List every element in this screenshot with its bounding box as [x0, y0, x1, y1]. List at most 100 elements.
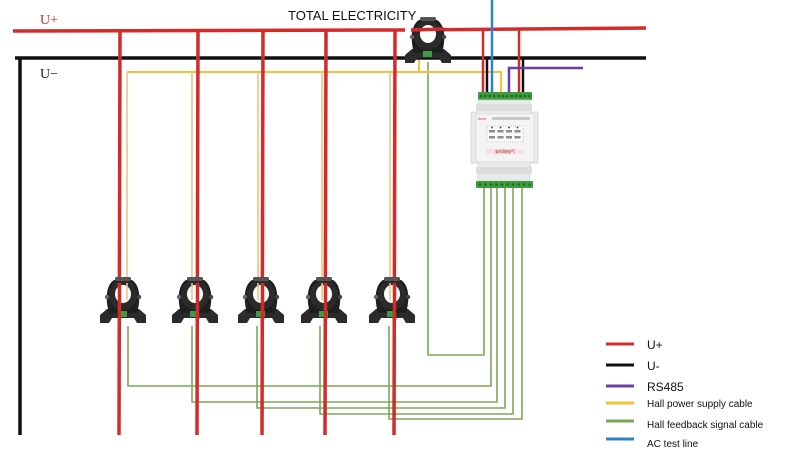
sensor-screw-left — [409, 34, 415, 40]
device-top-terminal-screw — [479, 94, 483, 98]
u-plus-branch-3 — [260, 29, 265, 436]
u-plus-branch-5 — [392, 29, 397, 436]
device-brand-logo: Acrel — [478, 117, 486, 121]
monitor-device: Acrel 安科瑞电气 — [470, 92, 539, 188]
device-indicator-label — [489, 130, 495, 133]
u-plus-branch-2 — [195, 29, 200, 436]
sensor-screw-left — [305, 294, 311, 300]
total-current-sensor — [405, 17, 451, 63]
legend-label-hall-feedback: Hall feedback signal cable — [647, 420, 764, 431]
device-top-terminal-screw — [497, 94, 500, 98]
sensor-terminal — [319, 311, 328, 317]
u-plus-branch-4 — [323, 29, 328, 436]
device-top-terminal-screw — [514, 94, 518, 98]
sensor-top-cap — [316, 277, 332, 281]
u-plus-bus-right — [410, 26, 647, 32]
branch-current-sensor-5 — [369, 277, 415, 323]
sensor-top-cap — [420, 17, 436, 21]
sensor-screw-left — [242, 294, 248, 300]
feedback-wire-total — [427, 62, 485, 356]
sensor-terminal — [387, 311, 396, 317]
device-top-terminal-screw — [484, 94, 487, 98]
sensor-terminal — [190, 311, 199, 317]
device-indicator-led — [491, 126, 493, 129]
device-bottom-terminal-screw — [517, 183, 520, 186]
device-top-terminal-screw — [492, 94, 496, 98]
current-sensors — [100, 17, 451, 323]
sensor-screw-left — [373, 294, 379, 300]
legend-label-rs485: RS485 — [647, 380, 684, 394]
device-bottom-terminal-block — [476, 181, 533, 188]
device-bottom-terminal-screw — [500, 183, 504, 186]
device-top-terminal-screw — [501, 94, 505, 98]
feedback-wire-branch-5 — [388, 188, 523, 420]
feedback-wire-branch-1 — [127, 188, 492, 387]
device-indicator-label — [497, 130, 504, 133]
device-bottom-terminal-screw — [511, 183, 515, 186]
device-bottom-terminal-screw — [522, 183, 526, 186]
device-bottom-terminal-screw — [489, 183, 493, 186]
device-bottom-terminal-screw — [506, 183, 509, 186]
sensor-screw-right — [274, 294, 280, 300]
sensor-screw-right — [208, 294, 214, 300]
feedback-wire-branch-4 — [319, 188, 514, 415]
device-indicator-led — [508, 126, 510, 129]
device-top-terminal-screw — [528, 94, 531, 98]
sensor-top-cap — [187, 277, 203, 281]
device-bottom-terminal-screw — [478, 183, 482, 186]
sensor-screw-right — [441, 34, 447, 40]
sensor-top-cap — [253, 277, 269, 281]
device-bottom-terminal-screw — [484, 183, 487, 186]
device-top-terminal-screw — [510, 94, 514, 98]
sensor-terminal — [423, 51, 432, 57]
sensor-screw-right — [337, 294, 343, 300]
u-plus-bus-left — [12, 28, 406, 33]
sensor-terminal — [256, 311, 265, 317]
wires — [12, 0, 647, 436]
device-indicator-label — [497, 136, 504, 139]
sensor-screw-left — [104, 294, 110, 300]
legend-label-ac-test: AC test line — [647, 439, 699, 450]
branch-current-sensor-1 — [100, 277, 146, 323]
title-total-electricity: TOTAL ELECTRICITY — [288, 8, 417, 23]
device-brand-strip — [486, 149, 524, 154]
sensor-top-cap — [115, 277, 131, 281]
device-top-terminal-screw — [523, 94, 527, 98]
legend-label-u-plus: U+ — [647, 338, 663, 352]
device-top-label-strip — [476, 104, 532, 111]
sensor-screw-left — [176, 294, 182, 300]
device-brand-cn: 安科瑞电气 — [495, 148, 515, 154]
u-minus-bus-label: U− — [40, 67, 58, 82]
device-indicator-label — [514, 136, 521, 139]
legend: U+ U- RS485 Hall power supply cable Hall… — [606, 338, 764, 450]
sensor-terminal — [118, 311, 127, 317]
legend-label-u-minus: U- — [647, 359, 660, 373]
sensor-aperture — [187, 285, 203, 303]
sensor-aperture — [115, 285, 131, 303]
device-top-terminal-screw — [519, 94, 522, 98]
sensor-top-cap — [384, 277, 400, 281]
device-top-terminal-screw — [506, 94, 509, 98]
sensor-screw-right — [405, 294, 411, 300]
sensor-screw-right — [136, 294, 142, 300]
device-indicator-label — [506, 130, 512, 133]
device-bottom-label-strip — [476, 167, 532, 174]
device-indicator-panel — [486, 125, 524, 143]
legend-label-hall-power: Hall power supply cable — [647, 399, 753, 410]
device-top-terminal-screw — [488, 94, 492, 98]
device-indicator-label — [514, 130, 521, 133]
feedback-wire-branch-3 — [256, 188, 506, 409]
sensor-aperture — [384, 285, 400, 303]
u-plus-through-total-sensor — [411, 27, 445, 32]
device-indicator-label — [506, 136, 512, 139]
branch-current-sensor-2 — [172, 277, 218, 323]
device-indicator-led — [499, 126, 502, 129]
u-plus-bus-label: U+ — [40, 13, 58, 28]
device-indicator-led — [516, 126, 519, 129]
u-plus-branch-1 — [117, 29, 122, 436]
device-bottom-terminal-screw — [528, 183, 531, 186]
feedback-wire-branch-2 — [191, 188, 498, 403]
device-top-terminal-block — [478, 92, 532, 100]
device-model-text — [492, 117, 530, 120]
